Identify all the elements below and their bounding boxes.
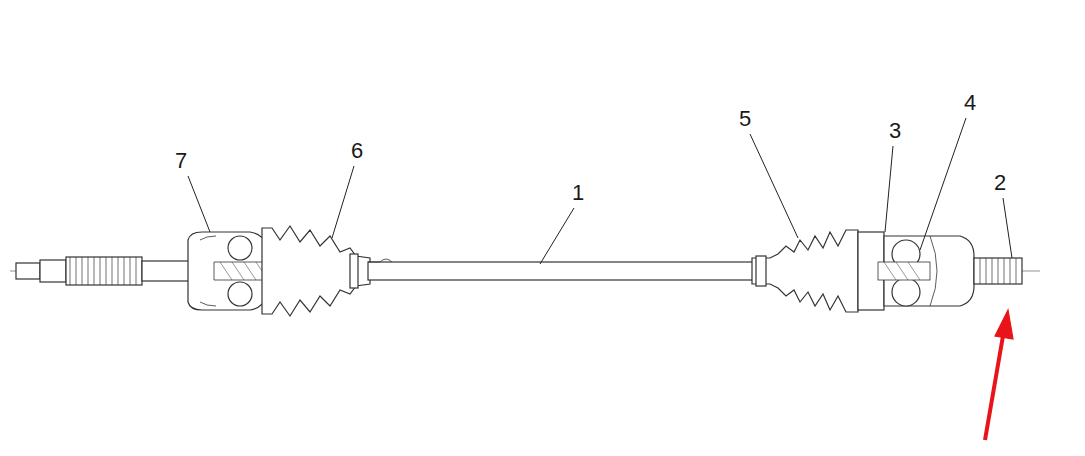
callout-number: 3 bbox=[887, 119, 903, 143]
shaft bbox=[368, 262, 754, 280]
outer-boot bbox=[262, 226, 370, 316]
leader-lines bbox=[188, 118, 1012, 264]
callout-number: 6 bbox=[349, 139, 365, 163]
outer-stub bbox=[16, 257, 190, 285]
pointer-arrow bbox=[985, 310, 1013, 440]
inner-boot bbox=[752, 230, 858, 312]
inner-cv-joint bbox=[858, 232, 974, 310]
callout-number: 2 bbox=[992, 171, 1008, 195]
boot-clamp bbox=[756, 256, 766, 286]
inner-stub bbox=[974, 258, 1022, 284]
callout-number: 5 bbox=[737, 107, 753, 131]
callout-number: 7 bbox=[173, 149, 189, 173]
callout-number: 4 bbox=[962, 91, 978, 115]
callout-number: 1 bbox=[570, 181, 586, 205]
boot-clamp bbox=[350, 254, 358, 288]
